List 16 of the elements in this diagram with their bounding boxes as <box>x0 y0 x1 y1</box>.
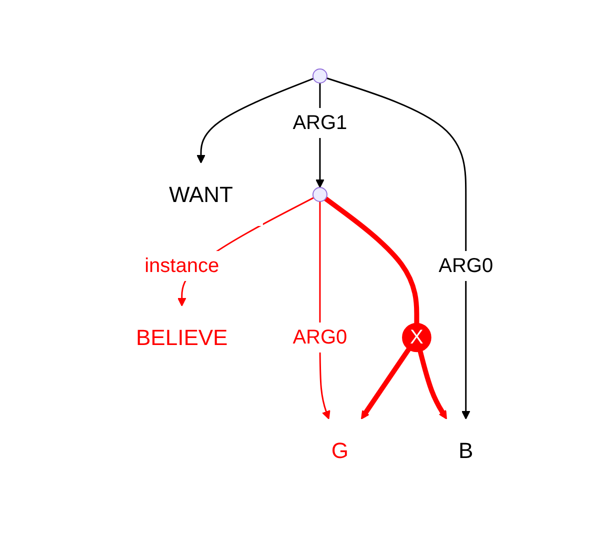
node-point <box>312 186 328 202</box>
edge-label: ARG0 <box>438 254 493 276</box>
edge-label: ARG1 <box>292 112 348 134</box>
node-text: B <box>458 438 474 462</box>
node-text: BELIEVE <box>136 324 228 350</box>
edge-label: ARG0 <box>292 326 348 348</box>
arrow <box>196 77 314 163</box>
connector <box>324 196 420 323</box>
node-text: WANT <box>168 182 233 206</box>
arrow <box>326 76 470 419</box>
edge-label: instance <box>144 254 219 276</box>
arrow <box>418 350 447 419</box>
node-point <box>312 68 328 83</box>
node-text: G <box>331 438 348 462</box>
arrow <box>360 347 411 419</box>
node-circle: X <box>402 322 432 352</box>
